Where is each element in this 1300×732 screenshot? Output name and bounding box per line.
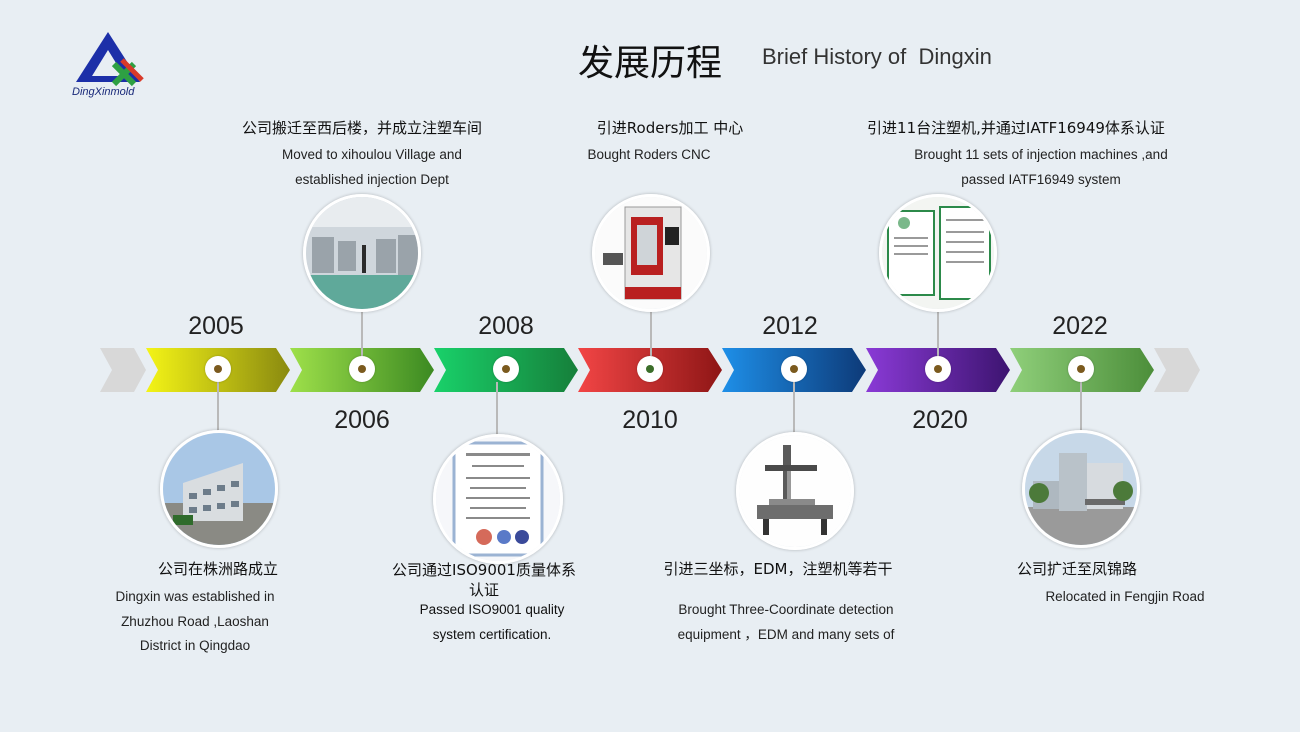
- event-2008-title: 公司通过ISO9001质量体系 认证: [392, 561, 576, 599]
- new-factory-photo: [1022, 430, 1140, 548]
- year-2022: 2022: [1052, 312, 1108, 340]
- year-2008: 2008: [478, 312, 534, 340]
- timeline-arrow-end: [1154, 348, 1200, 392]
- event-2006-description: Moved to xihoulou Village and establishe…: [282, 147, 462, 187]
- timeline-arrow-start: [100, 348, 146, 392]
- year-2006: 2006: [334, 406, 390, 434]
- event-2006-title: 公司搬迁至西后楼，并成立注塑车间: [241, 119, 482, 137]
- year-2020: 2020: [912, 406, 968, 434]
- timeline-dot: [205, 356, 231, 382]
- event-2020-title: 引进11台注塑机,并通过IATF16949体系认证: [867, 119, 1165, 137]
- connector-line: [361, 306, 363, 356]
- year-2012: 2012: [762, 312, 818, 340]
- event-2005-description: Dingxin was established in Zhuzhou Road …: [115, 589, 275, 653]
- connector-line: [217, 382, 219, 432]
- dingxin-logo-icon: [76, 32, 144, 87]
- year-2010: 2010: [622, 406, 678, 434]
- event-2010-title: 引进Roders加工 中心: [596, 119, 744, 137]
- event-2008-description: Passed ISO9001 quality system certificat…: [419, 602, 565, 642]
- connector-line: [937, 306, 939, 356]
- iatf16949-certificate-photo: [879, 194, 997, 312]
- event-2010-description: Bought Roders CNC: [587, 147, 711, 162]
- iso9001-certificate-photo: [433, 434, 563, 564]
- event-2012-description: Brought Three-Coordinate detection equip…: [677, 602, 895, 642]
- year-2005: 2005: [188, 312, 244, 340]
- page-title: 发展历程: [578, 43, 723, 84]
- page-subtitle: Brief History of Dingxin: [762, 44, 992, 69]
- cmm-machine-photo: [736, 432, 854, 550]
- connector-line: [496, 382, 498, 436]
- timeline-dot: [493, 356, 519, 382]
- event-2012-title: 引进三坐标，EDM，注塑机等若干: [663, 560, 893, 578]
- timeline-dot: [1068, 356, 1094, 382]
- timeline-dot: [925, 356, 951, 382]
- factory-building-photo: [160, 430, 278, 548]
- connector-line: [793, 382, 795, 434]
- connector-line: [650, 306, 652, 356]
- workshop-photo: [303, 194, 421, 312]
- roders-cnc-photo: [592, 194, 710, 312]
- timeline-dot: [637, 356, 663, 382]
- logo-text: DingXinmold: [72, 86, 135, 98]
- event-2005-title: 公司在株洲路成立: [157, 560, 278, 578]
- event-2022-description: Relocated in Fengjin Road: [1045, 589, 1205, 604]
- event-2022-title: 公司扩迁至凤锦路: [1016, 560, 1137, 578]
- event-2020-description: Brought 11 sets of injection machines ,a…: [914, 147, 1168, 187]
- timeline-dot: [781, 356, 807, 382]
- timeline-dot: [349, 356, 375, 382]
- connector-line: [1080, 382, 1082, 432]
